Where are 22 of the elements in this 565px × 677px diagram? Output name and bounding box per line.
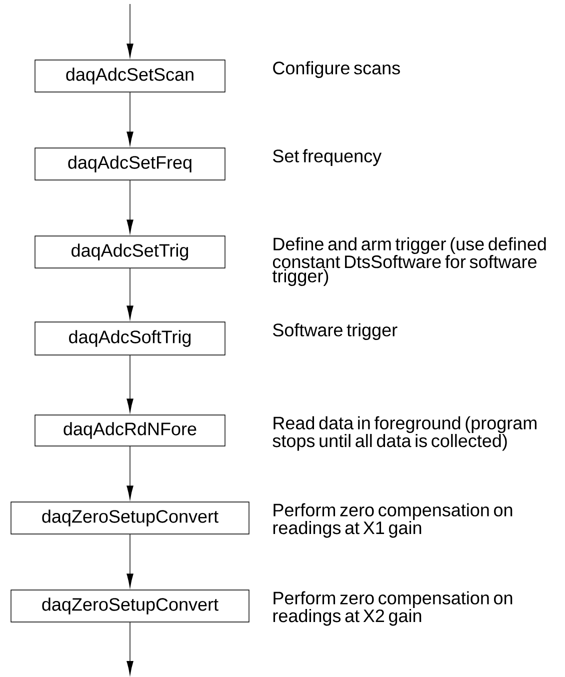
process-box: daqAdcSoftTrig bbox=[34, 322, 226, 356]
description-text: Perform zero compensation on readings at X1 gain bbox=[273, 503, 512, 538]
process-box: daqAdcRdNFore bbox=[34, 414, 226, 446]
arrow bbox=[126, 446, 134, 500]
process-box: daqAdcSetScan bbox=[34, 60, 226, 92]
arrow bbox=[126, 534, 134, 588]
process-box: daqAdcSetTrig bbox=[34, 236, 226, 268]
description-text: Read data in foreground (program stops until all data is collected) bbox=[272, 416, 536, 451]
description-text: Define and arm trigger (use defined constant DtsSoftware for software trigger) bbox=[272, 237, 546, 286]
arrow bbox=[126, 92, 134, 146]
arrow bbox=[126, 622, 134, 675]
description-text: Configure scans bbox=[273, 61, 400, 78]
process-box: daqZeroSetupConvert bbox=[10, 502, 250, 534]
process-box: daqZeroSetupConvert bbox=[10, 590, 250, 622]
arrow bbox=[126, 355, 134, 413]
arrow bbox=[126, 4, 134, 58]
description-text: Perform zero compensation on readings at X2 gain bbox=[273, 591, 512, 626]
arrow bbox=[126, 180, 134, 234]
description-text: Software trigger bbox=[273, 323, 398, 340]
arrow bbox=[126, 268, 134, 320]
process-box: daqAdcSetFreq bbox=[34, 148, 226, 180]
description-text: Set frequency bbox=[273, 149, 382, 166]
